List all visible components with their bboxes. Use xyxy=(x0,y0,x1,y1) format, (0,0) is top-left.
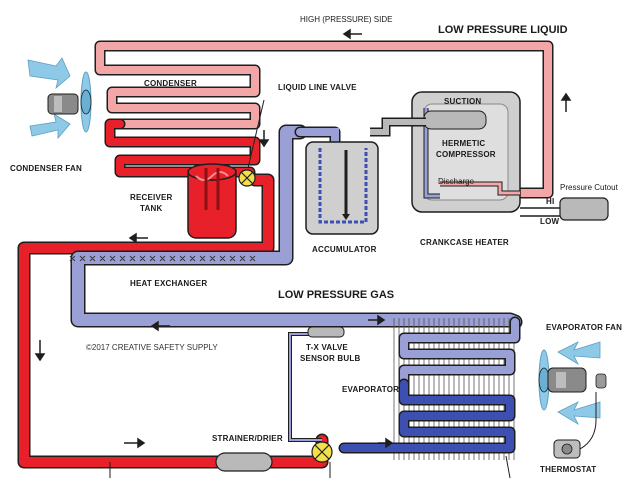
heat-exchanger-coil xyxy=(69,255,256,262)
thermostat-label: THERMOSTAT xyxy=(540,465,596,474)
hermetic-compressor xyxy=(411,91,521,213)
hermetic-label: HERMETIC xyxy=(442,139,485,148)
low-pressure-liquid-label: LOW PRESSURE LIQUID xyxy=(438,24,568,36)
leader-lines xyxy=(109,99,511,479)
pressure-cutout-label: Pressure Cutout xyxy=(560,183,619,192)
flow-arrows xyxy=(34,28,572,449)
low-label: LOW xyxy=(540,217,560,226)
tx-sensor-bulb xyxy=(307,326,345,338)
discharge-label: Discharge xyxy=(438,177,475,186)
condenser-label: CONDENSER xyxy=(144,79,197,88)
compressor-label: COMPRESSOR xyxy=(436,150,496,159)
tx-valve-label: T-X VALVE xyxy=(306,343,348,352)
high-pressure-side-label: HIGH (PRESSURE) SIDE xyxy=(300,15,392,24)
suction-label: SUCTION xyxy=(444,97,481,106)
liquid-line-valve xyxy=(238,169,256,187)
low-pressure-gas-label: LOW PRESSURE GAS xyxy=(278,289,394,301)
sensor-bulb-label: SENSOR BULB xyxy=(300,354,360,363)
pressure-cutout xyxy=(520,197,609,221)
hi-label: HI xyxy=(546,197,554,206)
tx-valve xyxy=(311,441,333,463)
thermostat xyxy=(553,392,597,459)
evaporator-fan xyxy=(538,341,607,426)
accumulator xyxy=(305,141,379,235)
crankcase-heater-label: CRANKCASE HEATER xyxy=(420,238,509,247)
receiver-tank xyxy=(187,163,237,239)
condenser-fan-label: CONDENSER FAN xyxy=(10,164,82,173)
high-pressure-gas-line xyxy=(94,40,554,199)
heat-exchanger-label: HEAT EXCHANGER xyxy=(130,279,207,288)
strainer-drier xyxy=(215,452,273,472)
accumulator-label: ACCUMULATOR xyxy=(312,245,377,254)
liquid-line-valve-label: LIQUID LINE VALVE xyxy=(278,83,357,92)
evaporator-coil-liquid xyxy=(338,378,516,454)
receiver-label: RECEIVER xyxy=(130,193,173,202)
tank-label: TANK xyxy=(140,204,162,213)
evaporator-coil-gas xyxy=(398,316,521,390)
condenser-fan xyxy=(27,57,92,140)
copyright-label: ©2017 CREATIVE SAFETY SUPPLY xyxy=(86,343,218,352)
evaporator-fan-label: EVAPORATOR FAN xyxy=(546,323,622,332)
evaporator-label: EVAPORATOR xyxy=(342,385,399,394)
strainer-drier-label: STRAINER/DRIER xyxy=(212,434,283,443)
